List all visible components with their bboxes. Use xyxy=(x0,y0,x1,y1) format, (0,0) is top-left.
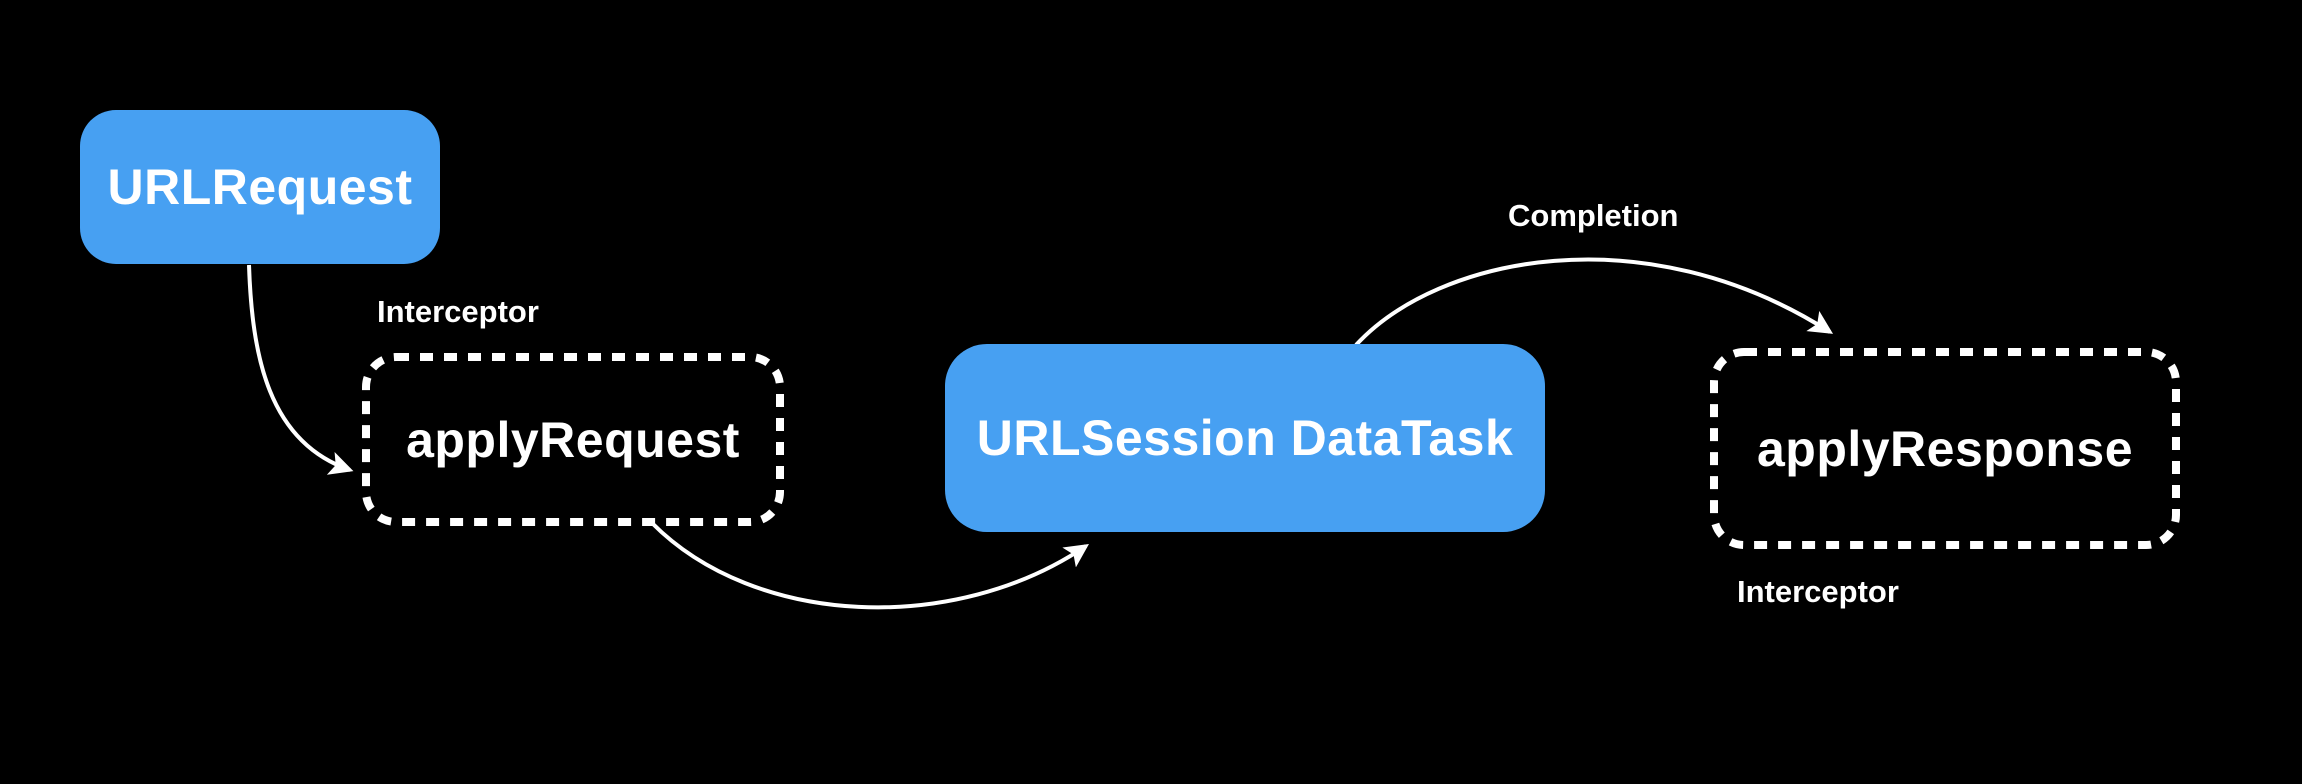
node-applyrequest: applyRequest xyxy=(366,357,780,522)
edge-datatask-to-applyresponse xyxy=(1354,257,1834,347)
apply-response-border xyxy=(1710,348,2180,549)
node-applyresponse-label: applyResponse xyxy=(1756,420,2134,477)
node-urlrequest-label: URLRequest xyxy=(107,159,413,215)
node-applyresponse: applyResponse xyxy=(1714,352,2176,545)
apply-request-border xyxy=(362,353,784,526)
label-interceptor-request: Interceptor xyxy=(377,294,539,329)
label-interceptor-response: Interceptor xyxy=(1737,574,1899,609)
edge-urlrequest-to-applyrequest xyxy=(247,264,354,475)
node-applyrequest-label: applyRequest xyxy=(406,411,740,468)
label-completion: Completion xyxy=(1508,198,1679,233)
edge-applyrequest-to-datatask xyxy=(650,521,1089,610)
node-urlrequest: URLRequest xyxy=(80,110,440,264)
node-urlsession-datatask: URLSession DataTask xyxy=(945,344,1545,532)
node-urlsession-datatask-label: URLSession DataTask xyxy=(976,410,1514,466)
